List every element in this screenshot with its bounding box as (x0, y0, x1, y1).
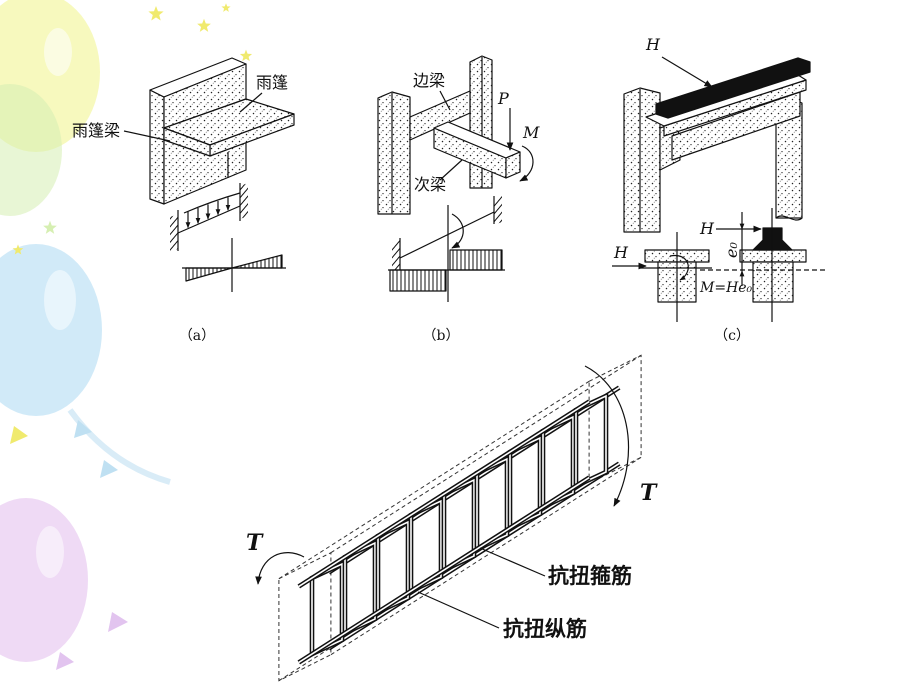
torque-envelope (183, 192, 241, 214)
canopy-leader (239, 92, 263, 113)
crane-rail (655, 57, 811, 119)
figure-a-distributed-torque (170, 183, 248, 252)
blue-balloon (0, 244, 102, 416)
load-label: P (497, 89, 509, 108)
eccentricity-label: e₀ (722, 242, 741, 258)
secondary-beam-leader (439, 159, 463, 181)
crane-force-label: H (645, 35, 661, 54)
left-column (623, 87, 661, 233)
confetti-triangle (100, 460, 118, 478)
concrete-outline-far-end (588, 354, 642, 485)
concrete-outline-edge (278, 380, 590, 580)
balloon-highlight (36, 526, 64, 578)
torque-left-label: T (246, 530, 264, 556)
confetti-triangle (10, 426, 28, 444)
figure-c-caption: （c） (714, 328, 750, 344)
left-support-hatch (392, 240, 400, 273)
longitudinal-bar-label: 抗扭纵筋 (503, 617, 587, 641)
confetti-triangle (108, 612, 128, 632)
crane-beam-web (671, 91, 801, 161)
confetti-triangle (56, 652, 74, 670)
torque-diagram-right (449, 249, 503, 271)
longitudinal-bar-bottom-front-core (298, 476, 590, 664)
longitudinal-bar-top-front-core (298, 400, 590, 588)
right-support-hatch (494, 196, 502, 225)
torque-arrow-right (584, 365, 630, 507)
balloon-highlight (44, 28, 72, 76)
torque-diagram-left (389, 269, 447, 292)
stirrup-core (542, 415, 574, 509)
stirrup-core (476, 457, 508, 551)
confetti-triangle (74, 420, 92, 438)
figure-a-torque-diagram (182, 238, 286, 292)
moment-arrow (519, 145, 534, 182)
section-torque-arrow (669, 254, 689, 281)
edge-beam (409, 90, 471, 141)
moment-formula: M=He₀ (699, 280, 753, 296)
figure-b-torque-diagram (388, 196, 505, 302)
left-support-hatch (170, 214, 178, 252)
green-balloon (0, 84, 62, 216)
stirrup-leader (479, 547, 546, 577)
canopy-label: 雨篷 (256, 73, 288, 92)
section-force-label: H (613, 243, 629, 262)
torque-arrow-left (255, 552, 305, 585)
cage-drawing (278, 354, 642, 682)
torsion-cage: T T 抗扭箍筋 抗扭纵筋 (246, 354, 658, 682)
right-cross-section: H e₀ M=He₀ (699, 208, 828, 322)
crane-force-arrow (661, 56, 713, 88)
stirrup-core (509, 436, 541, 530)
wall-left-face (149, 89, 165, 205)
secondary-beam-end (505, 151, 521, 179)
rail-force-label: H (699, 219, 715, 238)
canopy-beam-leader (123, 130, 171, 142)
cage-annotations: T T 抗扭箍筋 抗扭纵筋 (246, 365, 658, 641)
stirrup-label: 抗扭箍筋 (548, 564, 632, 588)
stirrup-core (311, 562, 343, 656)
edge-beam-label: 边梁 (413, 71, 445, 90)
stirrup-core (344, 541, 376, 635)
figure-b-caption: （b） (423, 328, 460, 344)
stirrup-core (443, 478, 475, 572)
purple-balloon (0, 498, 88, 662)
concrete-outline-edge (330, 354, 642, 554)
moment-label: M (522, 123, 540, 142)
figure-a-caption: （a） (179, 328, 215, 344)
balloon-highlight (44, 270, 76, 330)
beam-axis (399, 211, 495, 259)
concentrated-torque-arrow (451, 213, 464, 249)
figure-b-edge-beam: 边梁 次梁 P M （b） (377, 55, 540, 344)
concrete-outline-edge (330, 456, 642, 656)
stirrup-core (377, 520, 409, 614)
secondary-beam-label: 次梁 (414, 175, 446, 194)
section-flange (739, 249, 807, 263)
figure-c-crane-beam: H H H e₀ M=He₀ （c） (612, 35, 828, 344)
canopy-beam-label: 雨篷梁 (72, 121, 120, 140)
balloon-decorations (0, 0, 253, 670)
section-web (752, 261, 794, 303)
right-column-break (775, 215, 803, 221)
left-column (377, 91, 411, 215)
right-support-hatch (240, 183, 248, 219)
torque-right-label: T (640, 480, 658, 506)
stirrup-core (410, 499, 442, 593)
figure-a-canopy-beam: 雨篷 雨篷梁 （a） (72, 57, 295, 344)
edge-beam-leader (439, 90, 451, 111)
concrete-outline-near-end (278, 551, 332, 682)
canopy-beam-end (163, 127, 211, 157)
longitudinal-bar-leader (417, 591, 500, 629)
left-cross-section: H (612, 232, 712, 322)
stirrup-core (575, 394, 607, 488)
